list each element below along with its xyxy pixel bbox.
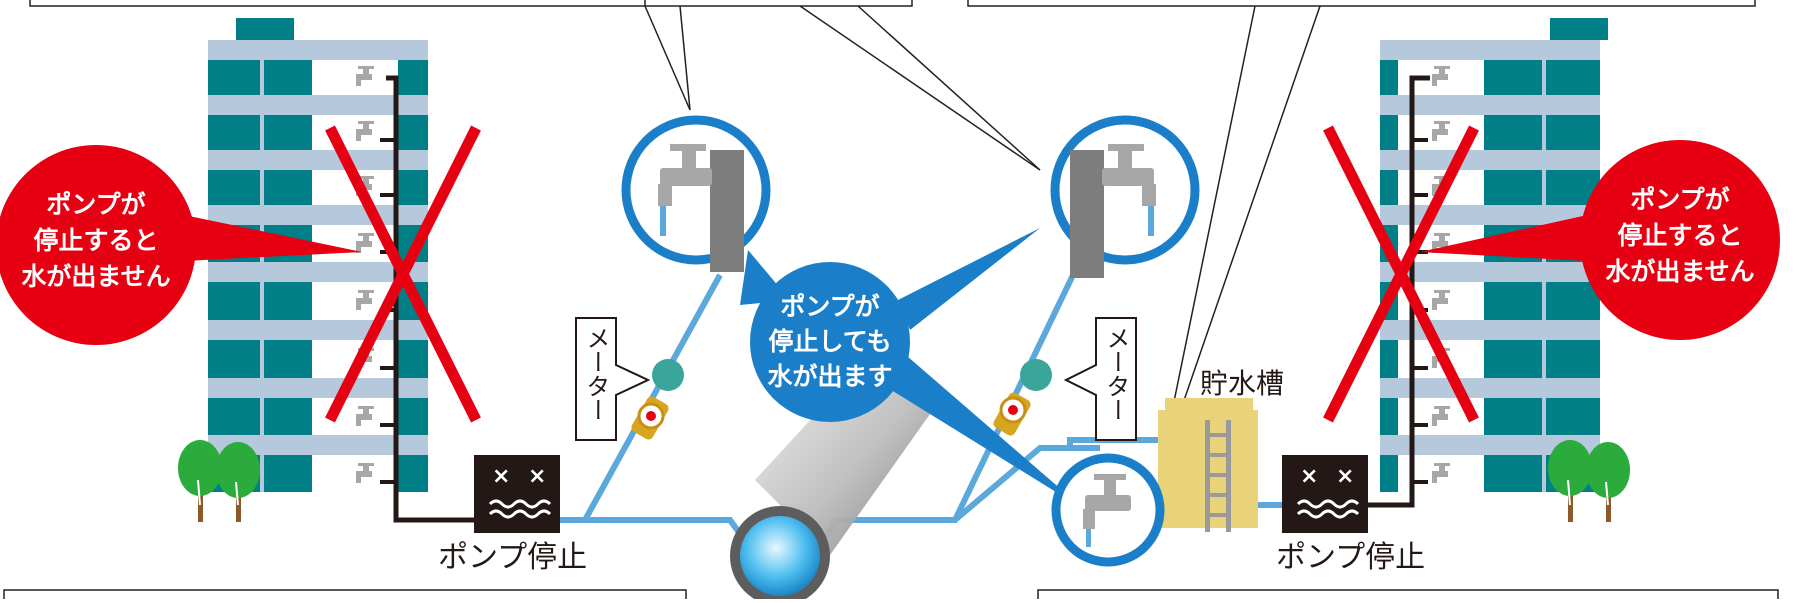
svg-text:×: ×	[1300, 464, 1318, 489]
left-pump-icon: × ×	[474, 455, 560, 533]
center-bubble-line3: 水が出ます	[767, 362, 892, 391]
right-trees	[1548, 440, 1630, 522]
right-bubble-line2: 停止すると	[1617, 221, 1742, 250]
top-callout-right	[967, 0, 1756, 471]
left-meter	[631, 359, 684, 440]
right-building	[1380, 18, 1608, 508]
left-bubble-line2: 停止すると	[33, 226, 158, 255]
left-bubble-line1: ポンプが	[46, 190, 145, 219]
svg-text:×: ×	[1336, 464, 1354, 489]
left-warning-bubble: ポンプが 停止すると 水が出ません	[0, 145, 362, 345]
left-building	[208, 18, 478, 523]
right-warning-bubble: ポンプが 停止すると 水が出ません	[1420, 140, 1780, 340]
left-meter-label-box: メーター	[575, 317, 651, 441]
bottom-callout-right	[1037, 589, 1779, 599]
water-main-pipe	[730, 355, 940, 603]
bottom-callout-left	[3, 589, 687, 599]
right-bubble-line1: ポンプが	[1630, 185, 1729, 214]
right-meter-label-box: メーター	[1063, 317, 1137, 441]
right-meter	[993, 359, 1052, 436]
storage-tank-label: 貯水槽	[1200, 367, 1284, 400]
right-pump-stop-label: ポンプ停止	[1276, 540, 1425, 575]
right-bubble-line3: 水が出ません	[1605, 257, 1754, 286]
left-bubble-line3: 水が出ません	[21, 262, 170, 291]
storage-tank	[1158, 398, 1258, 532]
left-trees	[178, 440, 260, 522]
top-callout-left	[29, 0, 1041, 171]
right-cross-icon	[1323, 125, 1479, 423]
svg-text:×: ×	[492, 464, 510, 489]
left-faucet-circle	[621, 115, 771, 272]
svg-text:×: ×	[528, 464, 546, 489]
left-meter-label: メーター	[582, 326, 610, 422]
right-faucet-circle	[1050, 115, 1200, 278]
right-pump-icon: × ×	[1282, 455, 1368, 533]
center-bubble-line2: 停止しても	[768, 327, 891, 356]
tank-faucet-circle	[1051, 453, 1165, 567]
left-cross-icon	[325, 125, 481, 423]
right-meter-label: メーター	[1102, 326, 1130, 422]
left-pump-stop-label: ポンプ停止	[438, 540, 587, 575]
center-bubble-line1: ポンプが	[780, 292, 879, 321]
center-info-bubble: ポンプが 停止しても 水が出ます	[740, 228, 1085, 510]
